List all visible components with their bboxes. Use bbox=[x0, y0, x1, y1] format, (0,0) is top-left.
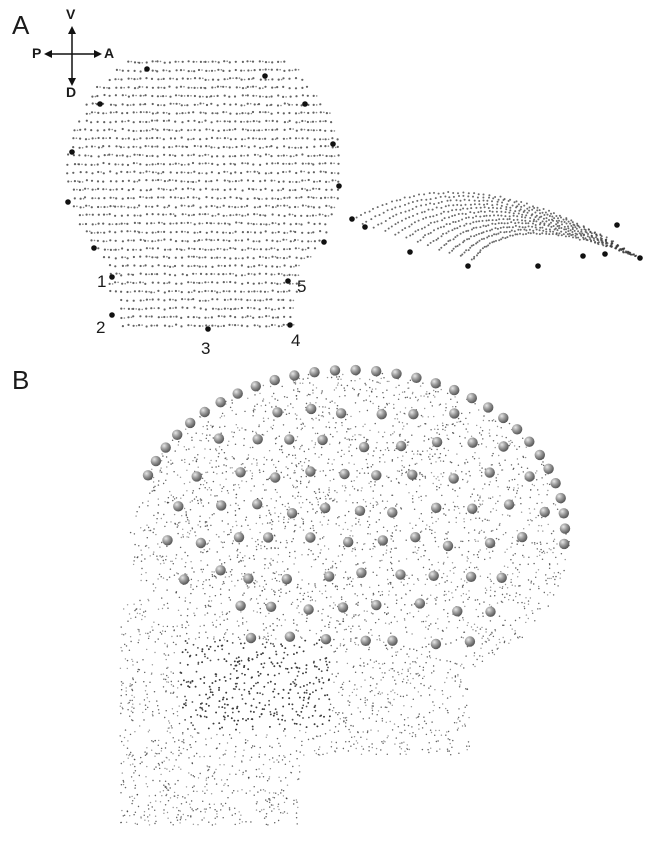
landmark-label-3: 3 bbox=[201, 339, 210, 359]
panel-label-a: A bbox=[12, 10, 29, 41]
orientation-ventral-label: V bbox=[66, 6, 75, 22]
orientation-cross bbox=[44, 26, 102, 86]
landmark-label-1: 1 bbox=[97, 272, 106, 292]
panel-a-side-view-cloud bbox=[351, 191, 637, 261]
arrow-left-icon bbox=[44, 50, 52, 58]
panel-b-skull-point-cloud bbox=[120, 373, 570, 826]
landmark-label-2: 2 bbox=[96, 318, 105, 338]
orientation-posterior-label: P bbox=[32, 45, 41, 61]
orientation-dorsal-label: D bbox=[66, 84, 76, 100]
orientation-anterior-label: A bbox=[104, 45, 114, 61]
arrow-right-icon bbox=[94, 50, 102, 58]
landmark-label-4: 4 bbox=[291, 331, 300, 351]
panel-b-landmark-spheres bbox=[143, 365, 570, 649]
arrow-up-icon bbox=[68, 26, 76, 34]
panel-label-b: B bbox=[12, 365, 29, 396]
landmark-label-5: 5 bbox=[297, 277, 306, 297]
